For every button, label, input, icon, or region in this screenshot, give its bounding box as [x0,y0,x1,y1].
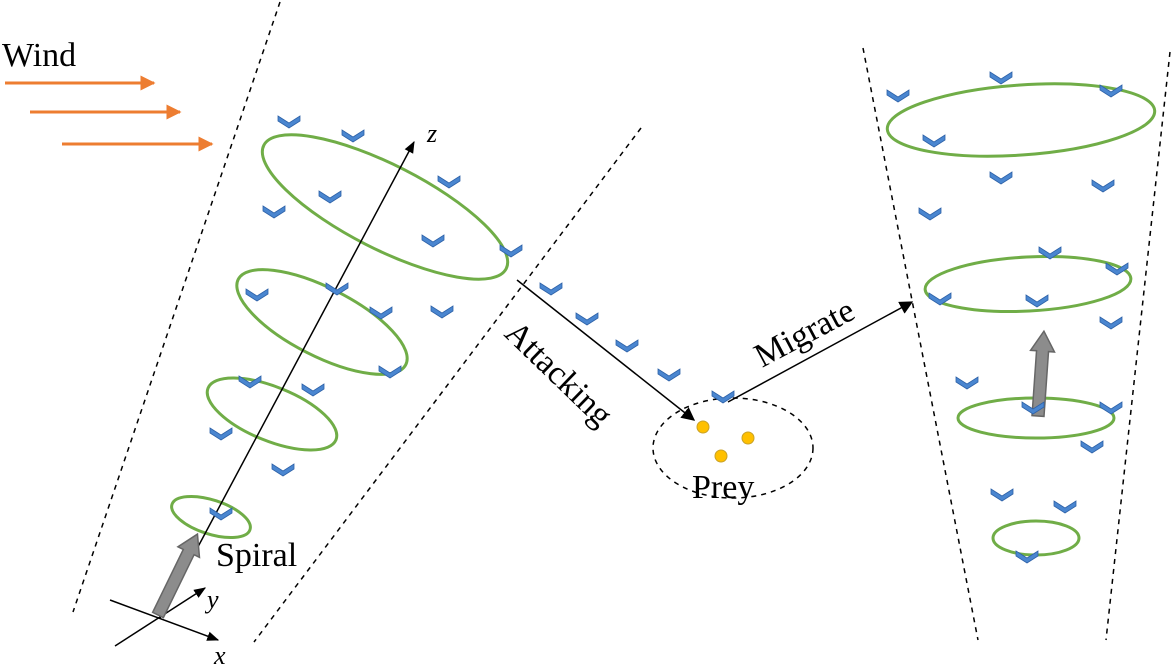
chevron-bird-icon [262,205,286,219]
funnel-ellipse-1 [885,82,1157,158]
spiral-ellipse-3 [205,376,339,452]
prey-dot-icon [741,431,755,445]
spiral-ellipses [170,133,510,540]
funnel-ellipse-4 [991,519,1081,557]
prey-dot-icon [696,420,710,434]
chevron-bird-icon [421,234,445,248]
chevron-bird-icon [1105,262,1129,276]
chevron-bird-icon [369,306,393,320]
chevron-bird-icon [277,115,301,129]
left-column-left-boundary [72,1,281,613]
boundary-lines [72,1,1171,643]
right-funnel-left-boundary [862,47,979,641]
chevron-bird-icon [301,383,325,397]
chevron-bird-icon [209,427,233,441]
prey-region [652,397,814,499]
chevron-bird-icon [499,244,523,258]
chevron-bird-icon [1099,401,1123,415]
birds [209,71,1129,564]
funnel-up-arrow-icon [1029,329,1056,418]
spiral-label: Spiral [216,537,297,574]
chevron-bird-icon [539,282,563,296]
chevron-bird-icon [657,368,681,382]
chevron-bird-icon [918,207,942,221]
axis-z-label: z [426,119,437,148]
chevron-bird-icon [990,488,1014,502]
chevron-bird-icon [922,134,946,148]
chevron-bird-icon [1021,401,1045,415]
chevron-bird-icon [1015,550,1039,564]
chevron-bird-icon [1038,246,1062,260]
axis-y-label: y [204,585,219,614]
y-axis [114,587,207,647]
funnel-ellipses [885,82,1157,557]
chevron-bird-icon [430,305,454,319]
chevron-bird-icon [1099,316,1123,330]
chevron-bird-icon [341,129,365,143]
chevron-bird-icon [437,175,461,189]
coordinate-axes [109,140,415,647]
migrate-label: Migrate [748,292,860,375]
chevron-bird-icon [271,463,295,477]
z-axis [159,140,415,619]
spiral-up-arrow-icon [151,532,201,619]
chevron-bird-icon [325,282,349,296]
chevron-bird-icon [209,507,233,521]
funnel-ellipse-2 [923,255,1133,313]
x-axis [109,599,220,641]
chevron-bird-icon [989,171,1013,185]
chevron-bird-icon [711,390,735,404]
chevron-bird-icon [615,339,639,353]
migrate-arrow [727,301,914,403]
chevron-bird-icon [1053,500,1077,514]
wind-label: Wind [2,37,76,74]
chevron-bird-icon [886,89,910,103]
left-column-right-boundary [253,127,642,643]
chevron-bird-icon [1025,294,1049,308]
right-funnel-right-boundary [1105,51,1171,641]
chevron-bird-icon [1080,440,1104,454]
chevron-bird-icon [318,190,342,204]
prey-dots [696,420,755,463]
prey-label: Prey [692,469,754,506]
axis-x-label: x [213,641,226,666]
chevron-bird-icon [1099,84,1123,98]
chevron-bird-icon [575,312,599,326]
chevron-bird-icon [238,375,262,389]
chevron-bird-icon [989,71,1013,85]
attacking-label: Attacking [497,314,619,434]
spiral-ellipse-1 [260,133,510,281]
chevron-bird-icon [245,288,269,302]
chevron-bird-icon [1091,179,1115,193]
chevron-bird-icon [378,365,402,379]
chevron-bird-icon [928,292,952,306]
attacking-arrow [516,279,696,421]
prey-dot-icon [714,449,728,463]
chevron-bird-icon [955,376,979,390]
wind-arrows [5,75,214,152]
